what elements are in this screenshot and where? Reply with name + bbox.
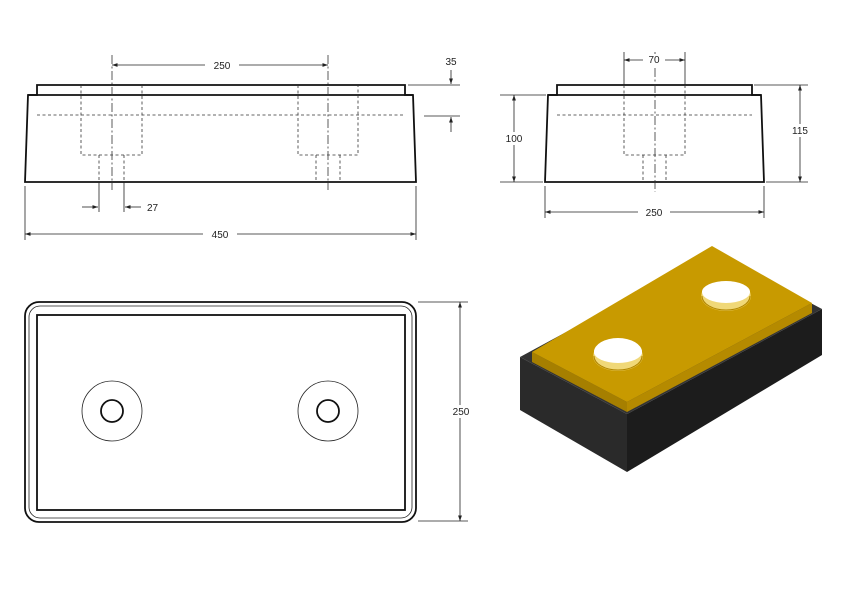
plan-plate-outline: [36, 314, 406, 511]
iso-rubber-right-face: [627, 309, 822, 472]
front-body-outline: [24, 84, 417, 183]
plan-left-bolt-hole: [100, 399, 124, 423]
side-hole-label: 70: [648, 55, 660, 66]
iso-left-hole: [593, 338, 643, 371]
plan-chamfer-line: [28, 305, 413, 519]
plan-outer-outline: [24, 301, 417, 523]
front-left-counterbore-hidden: [80, 85, 143, 182]
side-width-label: 250: [646, 208, 663, 219]
plan-width-label: 250: [453, 407, 470, 418]
side-body-height-label: 100: [506, 134, 523, 145]
iso-right-hole: [701, 281, 751, 311]
iso-plate-right-edge: [627, 303, 812, 412]
side-total-height-label: 115: [792, 126, 808, 137]
front-elevation-view: 250 35 27 450: [24, 55, 460, 241]
side-body-outline: [544, 84, 765, 183]
iso-plate-front-edge: [532, 352, 627, 412]
front-bolt-hole-label: 27: [147, 203, 159, 214]
iso-rubber-front-face: [520, 357, 627, 472]
front-plate-label: 35: [445, 57, 457, 68]
side-counterbore-hidden: [623, 85, 686, 182]
plan-view: 250: [24, 301, 476, 523]
isometric-render: [520, 246, 822, 472]
front-hole-spacing-label: 250: [214, 61, 231, 72]
plan-right-bolt-hole: [316, 399, 340, 423]
side-elevation-view: 70 100 115 250: [500, 52, 812, 219]
plan-left-counterbore: [81, 380, 143, 442]
plan-right-counterbore: [297, 380, 359, 442]
front-length-label: 450: [212, 230, 229, 241]
